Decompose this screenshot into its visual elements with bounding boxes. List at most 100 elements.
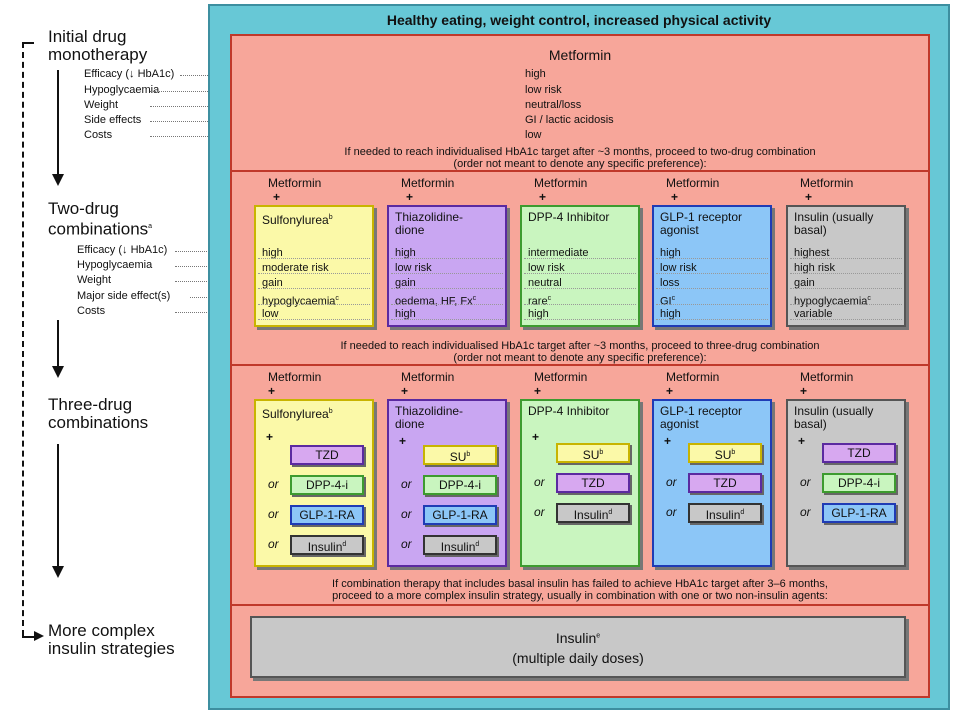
stage-three-line1: Three-drug [48, 395, 133, 414]
three-drug-title-line1: Insulin (usually [794, 404, 874, 418]
two-drug-value: high [395, 247, 416, 259]
three-drug-plus: + [268, 384, 276, 398]
insulin-multiple-doses-box: Insuline (multiple daily doses) [250, 616, 906, 678]
two-drug-value: low risk [395, 262, 432, 274]
transition1-line2: (order not meant to denote any specific … [453, 158, 707, 170]
transition-complex: If combination therapy that includes bas… [232, 578, 928, 602]
two-drug-value: low [262, 308, 279, 320]
two-drug-row-line [790, 288, 902, 289]
two-drug-plus: + [805, 190, 813, 204]
metformin-frame [230, 34, 930, 698]
dashed-bypass-line [22, 42, 24, 636]
stage-mono-line2: monotherapy [48, 45, 148, 64]
chip-text: GLP-1-RA [432, 508, 488, 522]
two-drug-value-text: loss [660, 277, 680, 289]
two-drug-row-line [790, 258, 902, 259]
two-drug-title-line1: DPP-4 Inhibitor [528, 210, 610, 224]
two-drug-value-text: rare [528, 295, 548, 308]
stage-two-sup: a [148, 223, 153, 230]
metformin-value: low risk [525, 84, 566, 96]
three-drug-or: or [800, 475, 811, 489]
two-attr-label: Hypoglycaemia [77, 259, 153, 271]
two-drug-value: gain [395, 277, 416, 289]
dashed-bypass-arrowhead [34, 631, 44, 641]
stage-complex-line1: More complex [48, 621, 155, 640]
three-drug-title-line1: DPP-4 Inhibitor [528, 404, 610, 418]
two-drug-title-line2: agonist [660, 223, 699, 237]
three-drug-metformin-label: Metformin [800, 370, 854, 384]
two-drug-row-line [656, 319, 768, 320]
chip-text: DPP-4-i [305, 478, 348, 492]
transition2-line2: (order not meant to denote any specific … [453, 352, 707, 364]
chip-sup: b [466, 451, 471, 458]
two-drug-value-text: intermediate [528, 247, 589, 259]
lifestyle-title: Healthy eating, weight control, increase… [386, 12, 772, 28]
two-drug-row-line [258, 304, 370, 305]
two-drug-row-line [258, 273, 370, 274]
two-attr-label: Weight [77, 274, 112, 286]
two-drug-title: Sulfonylureab [262, 211, 333, 227]
two-drug-value-text: high [395, 247, 416, 259]
chip-tzd: TZD [556, 473, 630, 493]
two-drug-value-text: high risk [794, 262, 835, 274]
two-drug-value: low risk [528, 262, 565, 274]
two-drug-value-text: high [660, 247, 681, 259]
chip-text: SU [582, 448, 600, 462]
two-drug-value: loss [660, 277, 680, 289]
two-drug-value: moderate risk [262, 262, 329, 274]
two-drug-title-line2: basal) [794, 223, 827, 237]
arrowhead-mono-to-two [52, 174, 64, 186]
two-drug-value-sup: c [547, 295, 552, 302]
two-drug-title-sup: b [328, 214, 333, 221]
chip-insulin: Insulind [556, 503, 630, 523]
two-drug-value: hypoglycaemiac [262, 293, 339, 308]
two-drug-value-text: low risk [660, 262, 697, 274]
divider-two-drug [232, 170, 928, 172]
transition2-line1: If needed to reach individualised HbA1c … [340, 340, 820, 352]
two-drug-title-line1: Sulfonylurea [262, 213, 329, 227]
two-drug-value-sup: c [335, 295, 339, 302]
chip-sup: d [740, 509, 745, 516]
chip-insulin: Insulind [423, 535, 497, 555]
two-drug-box: DPP-4 Inhibitor intermediate low risk neutr… [520, 205, 640, 327]
two-drug-value: high [660, 247, 681, 259]
two-drug-row-line [258, 258, 370, 259]
two-drug-value-sup: c [671, 295, 676, 302]
three-drug-inner-plus: + [664, 434, 672, 448]
three-drug-or: or [268, 507, 279, 521]
two-drug-plus: + [539, 190, 547, 204]
three-drug-plus: + [800, 384, 808, 398]
two-drug-value: variable [794, 308, 833, 320]
metformin-heading: Metformin [548, 47, 612, 63]
chip-su: SUb [688, 443, 762, 463]
three-drug-title: Thiazolidine-dione [395, 405, 463, 431]
chip-sup: d [608, 509, 613, 516]
three-drug-title: Sulfonylureab [262, 405, 333, 421]
two-drug-value: neutral [528, 277, 562, 289]
two-drug-metformin-label: Metformin [401, 176, 455, 190]
three-drug-title-sup: b [328, 408, 333, 415]
chip-sup: d [475, 541, 480, 548]
two-drug-value-text: high [395, 308, 416, 320]
chip-dpp-4-i: DPP-4-i [822, 473, 896, 493]
three-drug-or: or [268, 477, 279, 491]
divider-three-drug [232, 364, 928, 366]
three-drug-or: or [666, 475, 677, 489]
two-drug-row-line [524, 319, 636, 320]
two-drug-row-line [524, 288, 636, 289]
two-drug-row-line [391, 258, 503, 259]
two-drug-value-text: moderate risk [262, 262, 329, 274]
three-drug-title-line1: Thiazolidine- [395, 404, 464, 418]
two-drug-row-line [524, 273, 636, 274]
two-drug-value-text: high [660, 308, 681, 320]
two-drug-row-line [391, 273, 503, 274]
two-drug-title-line2: dione [395, 223, 425, 237]
chip-tzd: TZD [688, 473, 762, 493]
